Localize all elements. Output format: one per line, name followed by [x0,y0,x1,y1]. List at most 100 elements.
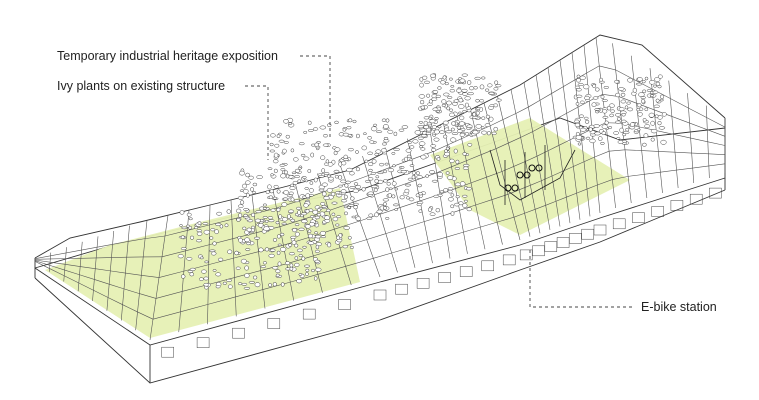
truss-purlin [689,122,708,130]
ivy-leaf [275,220,280,225]
ivy-leaf [177,254,184,259]
ivy-leaf [400,166,405,169]
ivy-leaf [196,229,203,233]
ivy-leaf [293,157,299,162]
truss-purlin [49,265,65,271]
truss-purlin [530,180,542,186]
ivy-leaf [636,108,641,112]
facade-window [569,233,582,244]
ivy-leaf [432,90,439,94]
ivy-leaf [289,263,294,268]
ivy-leaf [327,242,332,248]
ivy-leaf [238,213,243,218]
ivy-leaf [479,84,485,90]
ivy-leaf [245,180,251,185]
ivy-leaf [421,134,427,138]
ivy-leaf [219,224,224,229]
ivy-leaf [323,162,329,166]
ivy-leaf [380,148,387,153]
truss-purlin [558,139,571,146]
truss-purlin [290,274,318,283]
truss-purlin [706,117,726,128]
truss-purlin [651,88,671,99]
ivy-leaf [307,120,312,125]
ivy-leaf [301,212,307,216]
ivy-leaf [374,178,379,184]
ivy-leaf [320,155,326,161]
truss-purlin [612,176,629,180]
truss-purlin [708,163,726,167]
ivy-leaf [385,217,390,220]
ivy-leaf [338,175,343,180]
ivy-leaf [485,114,490,119]
ivy-leaf [180,235,185,240]
ivy-leaf [653,104,660,108]
ivy-leaf [601,99,608,102]
ivy-leaf [481,116,486,120]
ivy-leaf [657,120,662,126]
ivy-leaf [238,282,243,286]
ivy-leaf [276,207,281,212]
ivy-leaf [451,121,456,126]
ivy-leaf [289,266,294,271]
ivy-leaf [577,83,584,86]
facade-window [502,254,516,266]
ivy-leaf [602,115,609,119]
ivy-leaf [449,158,455,164]
ivy-leaf [449,89,455,93]
ivy-leaf [270,133,276,138]
facade-window [532,245,545,257]
ivy-leaf [375,149,382,154]
ivy-leaf [350,196,355,201]
truss-purlin [313,247,341,257]
truss-purlin [155,291,183,299]
truss-purlin [304,210,329,220]
ivy-leaf [252,182,258,187]
ivy-leaf [425,174,429,178]
ivy-leaf [370,172,377,175]
ivy-leaf [463,199,468,203]
ivy-leaf [449,108,454,112]
ivy-leaf [285,173,290,179]
truss-purlin [95,268,111,272]
ivy-leaf [579,75,586,80]
truss-purlin [64,275,79,284]
ivy-leaf [431,125,437,129]
ivy-leaf [355,133,360,139]
truss-purlin [231,213,255,220]
ivy-leaf [431,147,437,152]
ivy-leaf [461,73,468,77]
ivy-leaf [383,179,388,183]
ivy-leaf [428,207,432,212]
ivy-leaf [394,187,399,191]
facade-window [459,266,473,277]
truss-purlin [345,258,374,267]
ivy-leaf [212,269,217,272]
truss-purlin [81,246,98,251]
ivy-leaf [320,202,326,206]
ivy-leaf [443,134,448,139]
ivy-leaf [267,184,272,190]
ivy-leaf [264,219,269,223]
truss-purlin [583,156,595,163]
truss-purlin [551,86,564,94]
ivy-leaf [297,166,302,170]
ivy-leaf [620,92,626,97]
ivy-leaf [655,98,660,103]
ivy-leaf [197,221,202,225]
truss-purlin [161,250,186,258]
ivy-leaf [179,224,183,227]
ivy-leaf [256,175,263,180]
ivy-leaf [272,159,279,164]
ivy-leaf [242,188,249,194]
ivy-leaf [464,102,469,108]
truss-purlin [286,255,314,264]
ivy-leaf [262,207,267,210]
ivy-leaf [304,187,309,190]
ivy-leaf [643,133,649,138]
ivy-leaf [305,208,310,214]
ivy-leaf [242,226,247,231]
ivy-leaf [318,188,325,192]
ivy-leaf [277,261,282,267]
